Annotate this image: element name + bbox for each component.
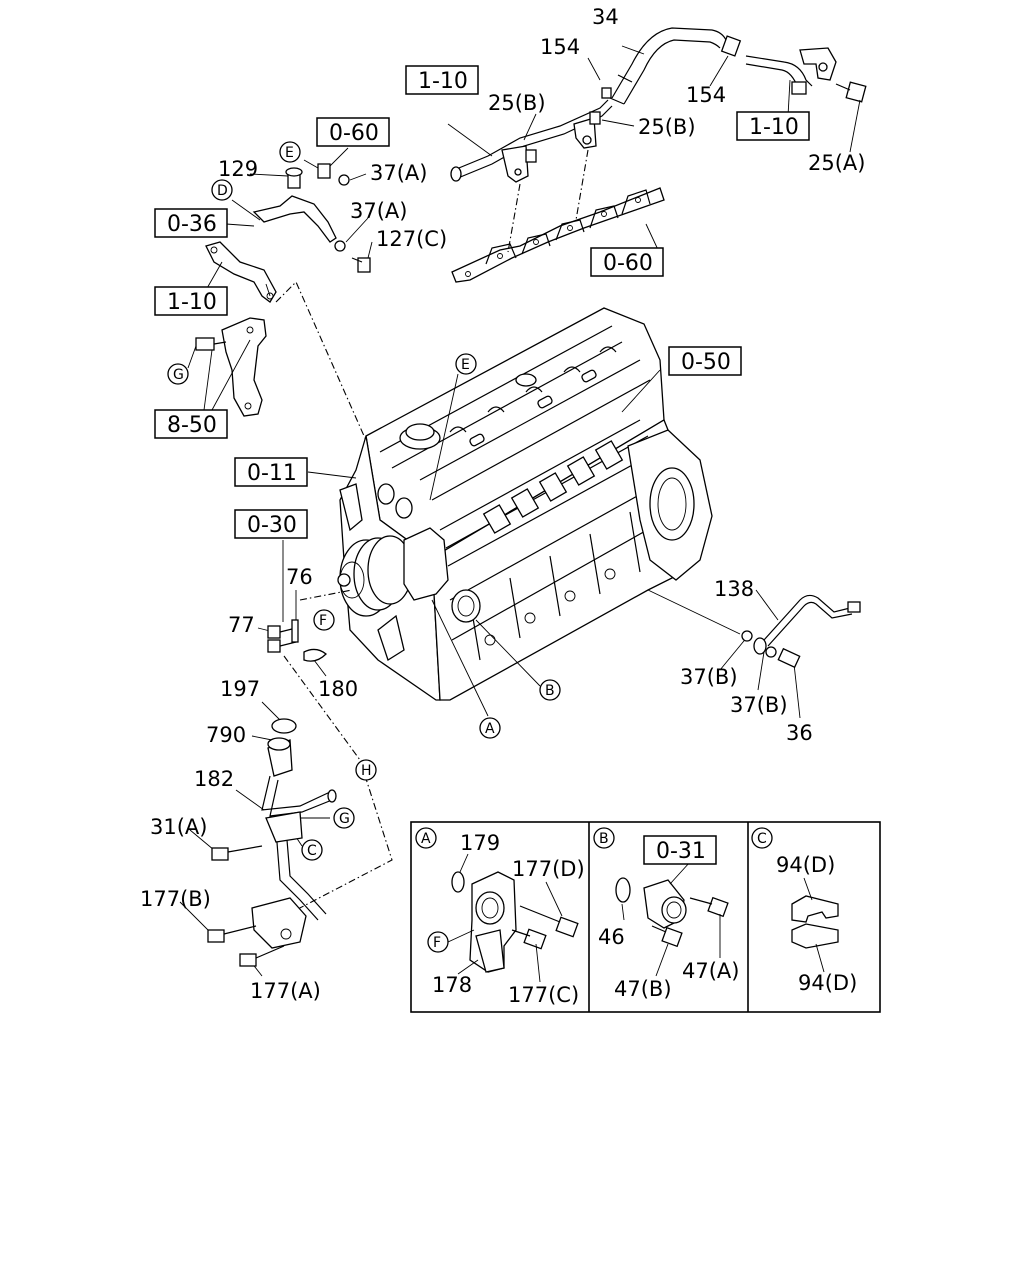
marker-g-hose: G [339, 811, 350, 827]
marker-b-detail: B [599, 831, 609, 847]
part-label-154-right: 154 [686, 83, 726, 107]
marker-h: H [361, 763, 372, 779]
detail-b-housing [615, 861, 729, 977]
marker-d: D [217, 183, 228, 199]
part-label-179: 179 [460, 831, 500, 855]
part-label-34: 34 [592, 5, 619, 29]
marker-f-detail: F [433, 935, 441, 951]
part-label-790: 790 [206, 723, 246, 747]
part-label-47a: 47(A) [682, 959, 739, 983]
ref-box-0-30: 0-30 [247, 513, 297, 538]
marker-g-left: G [173, 367, 184, 383]
ref-box-0-60-harness: 0-60 [603, 251, 653, 276]
leader-dash-h [283, 655, 393, 911]
part-label-182: 182 [194, 767, 234, 791]
marker-c-detail: C [757, 831, 767, 847]
ref-box-0-36: 0-36 [167, 212, 217, 237]
part-label-37a-lower: 37(A) [350, 199, 407, 223]
leader-dash-f [299, 589, 353, 601]
ref-box-0-11: 0-11 [247, 461, 297, 486]
marker-c-hose: C [307, 843, 317, 859]
part-label-177a: 177(A) [250, 979, 321, 1003]
part-label-37b-left: 37(B) [680, 665, 738, 689]
bracket-left-upper [205, 163, 371, 303]
part-label-76: 76 [286, 565, 313, 589]
ref-box-0-50: 0-50 [681, 350, 731, 375]
ref-box-1-10-right: 1-10 [749, 115, 799, 140]
leader-dash-1 [507, 183, 521, 253]
part-label-25b-upper: 25(B) [488, 91, 546, 115]
part-label-36: 36 [786, 721, 813, 745]
leader-dash-2 [575, 149, 589, 221]
reference-boxes: 1-10 1-10 1-10 0-60 0-60 0-36 8-50 0-50 … [154, 65, 810, 865]
circle-markers: E D G E F B A H G C A B C F [167, 141, 773, 953]
marker-e-top: E [285, 145, 294, 161]
marker-a-detail: A [421, 831, 431, 847]
part-label-37b-right: 37(B) [730, 693, 788, 717]
part-label-94d-lower: 94(D) [798, 971, 857, 995]
part-label-25b-right: 25(B) [638, 115, 696, 139]
part-label-177c: 177(C) [508, 983, 579, 1007]
pipe-1-10-left [450, 87, 613, 183]
part-label-178: 178 [432, 973, 472, 997]
pipe-1-10-right [745, 47, 867, 103]
ref-box-8-50: 8-50 [167, 413, 217, 438]
part-label-180: 180 [318, 677, 358, 701]
marker-b-engine: B [545, 683, 555, 699]
ref-box-1-10-top: 1-10 [418, 69, 468, 94]
marker-f-engine: F [319, 613, 327, 629]
part-label-47b: 47(B) [614, 977, 672, 1001]
part-label-94d-upper: 94(D) [776, 853, 835, 877]
ref-box-0-60-top: 0-60 [329, 121, 379, 146]
bracket-8-50 [195, 317, 267, 417]
parts-76-77 [267, 619, 327, 662]
part-label-25a: 25(A) [808, 151, 865, 175]
part-label-138: 138 [714, 577, 754, 601]
part-label-177d: 177(D) [512, 857, 585, 881]
part-label-46: 46 [598, 925, 625, 949]
hose-assembly [207, 718, 337, 967]
leader-dash-3 [275, 281, 373, 455]
pipe-138 [741, 594, 861, 669]
part-number-labels: 34 154 154 25(B) 25(B) 25(A) 129 37(A) 3… [140, 5, 865, 1007]
part-label-154-top: 154 [540, 35, 580, 59]
part-label-37a-upper: 37(A) [370, 161, 427, 185]
part-label-129: 129 [218, 157, 258, 181]
marker-a-engine: A [485, 721, 495, 737]
part-label-31a: 31(A) [150, 815, 207, 839]
part-label-177b: 177(B) [140, 887, 211, 911]
ref-box-1-10-left: 1-10 [167, 290, 217, 315]
engine-block [337, 307, 713, 701]
part-label-197: 197 [220, 677, 260, 701]
ref-box-0-31: 0-31 [656, 839, 706, 864]
part-label-127c: 127(C) [376, 227, 447, 251]
detail-c-clip [791, 877, 839, 973]
marker-e-engine: E [461, 357, 470, 373]
detail-a-housing [447, 853, 579, 983]
harness-bracket-0-60 [451, 187, 665, 283]
part-label-77: 77 [228, 613, 255, 637]
